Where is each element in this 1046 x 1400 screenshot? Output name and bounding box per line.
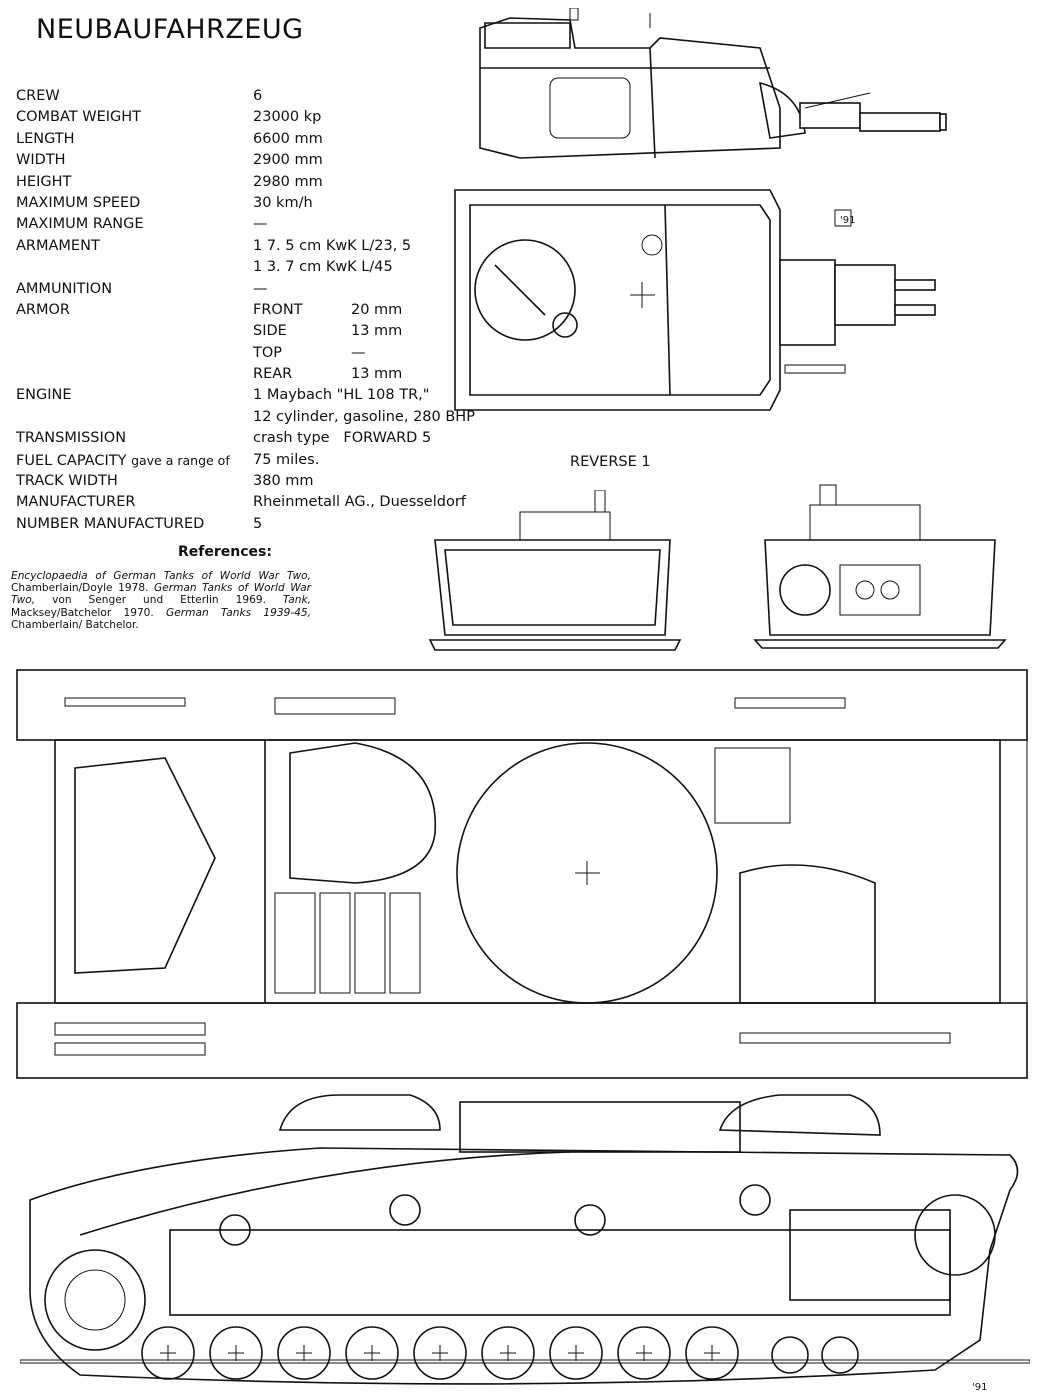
references-heading: References: [178,544,272,560]
spec-max-range: MAXIMUM RANGE— [16,216,268,233]
spec-engine-2: 12 cylinder, gasoline, 280 BHP [253,408,475,425]
road-wheel [277,1326,331,1380]
road-wheel [481,1326,535,1380]
road-wheel [617,1326,671,1380]
wheel-hub-mark [636,1345,652,1361]
wheel-hub-mark [160,1345,176,1361]
road-wheel [685,1326,739,1380]
tank-side-view [20,1094,1030,1385]
references-text: Encyclopaedia of German Tanks of World W… [11,570,311,631]
road-wheel [141,1326,195,1380]
front-view [428,490,682,651]
spec-armor-top: TOP— [253,344,366,361]
turret-top-view [454,189,936,411]
turret-side-view [479,8,947,159]
road-wheels [141,1326,739,1380]
wheel-hub-mark [500,1345,516,1361]
page-title: NEUBAUFAHRZEUG [36,14,304,45]
wheel-hub-mark [704,1345,720,1361]
spec-ammunition: AMMUNITION— [16,280,268,297]
transmission-reverse: REVERSE 1 [570,454,651,470]
wheel-hub-mark [364,1345,380,1361]
wheel-hub-mark [228,1345,244,1361]
spec-armament-2: 1 3. 7 cm KwK L/45 [253,259,393,276]
artist-mark-lower: '91 [972,1382,988,1393]
wheel-hub-mark [432,1345,448,1361]
road-wheel [413,1326,467,1380]
road-wheel [549,1326,603,1380]
wheel-hub-mark [568,1345,584,1361]
road-wheel [209,1326,263,1380]
hull-top-view [16,669,1028,1079]
rear-view [753,484,1007,649]
wheel-hub-mark [296,1345,312,1361]
artist-mark-upper: '91 [840,215,856,226]
road-wheel [345,1326,399,1380]
